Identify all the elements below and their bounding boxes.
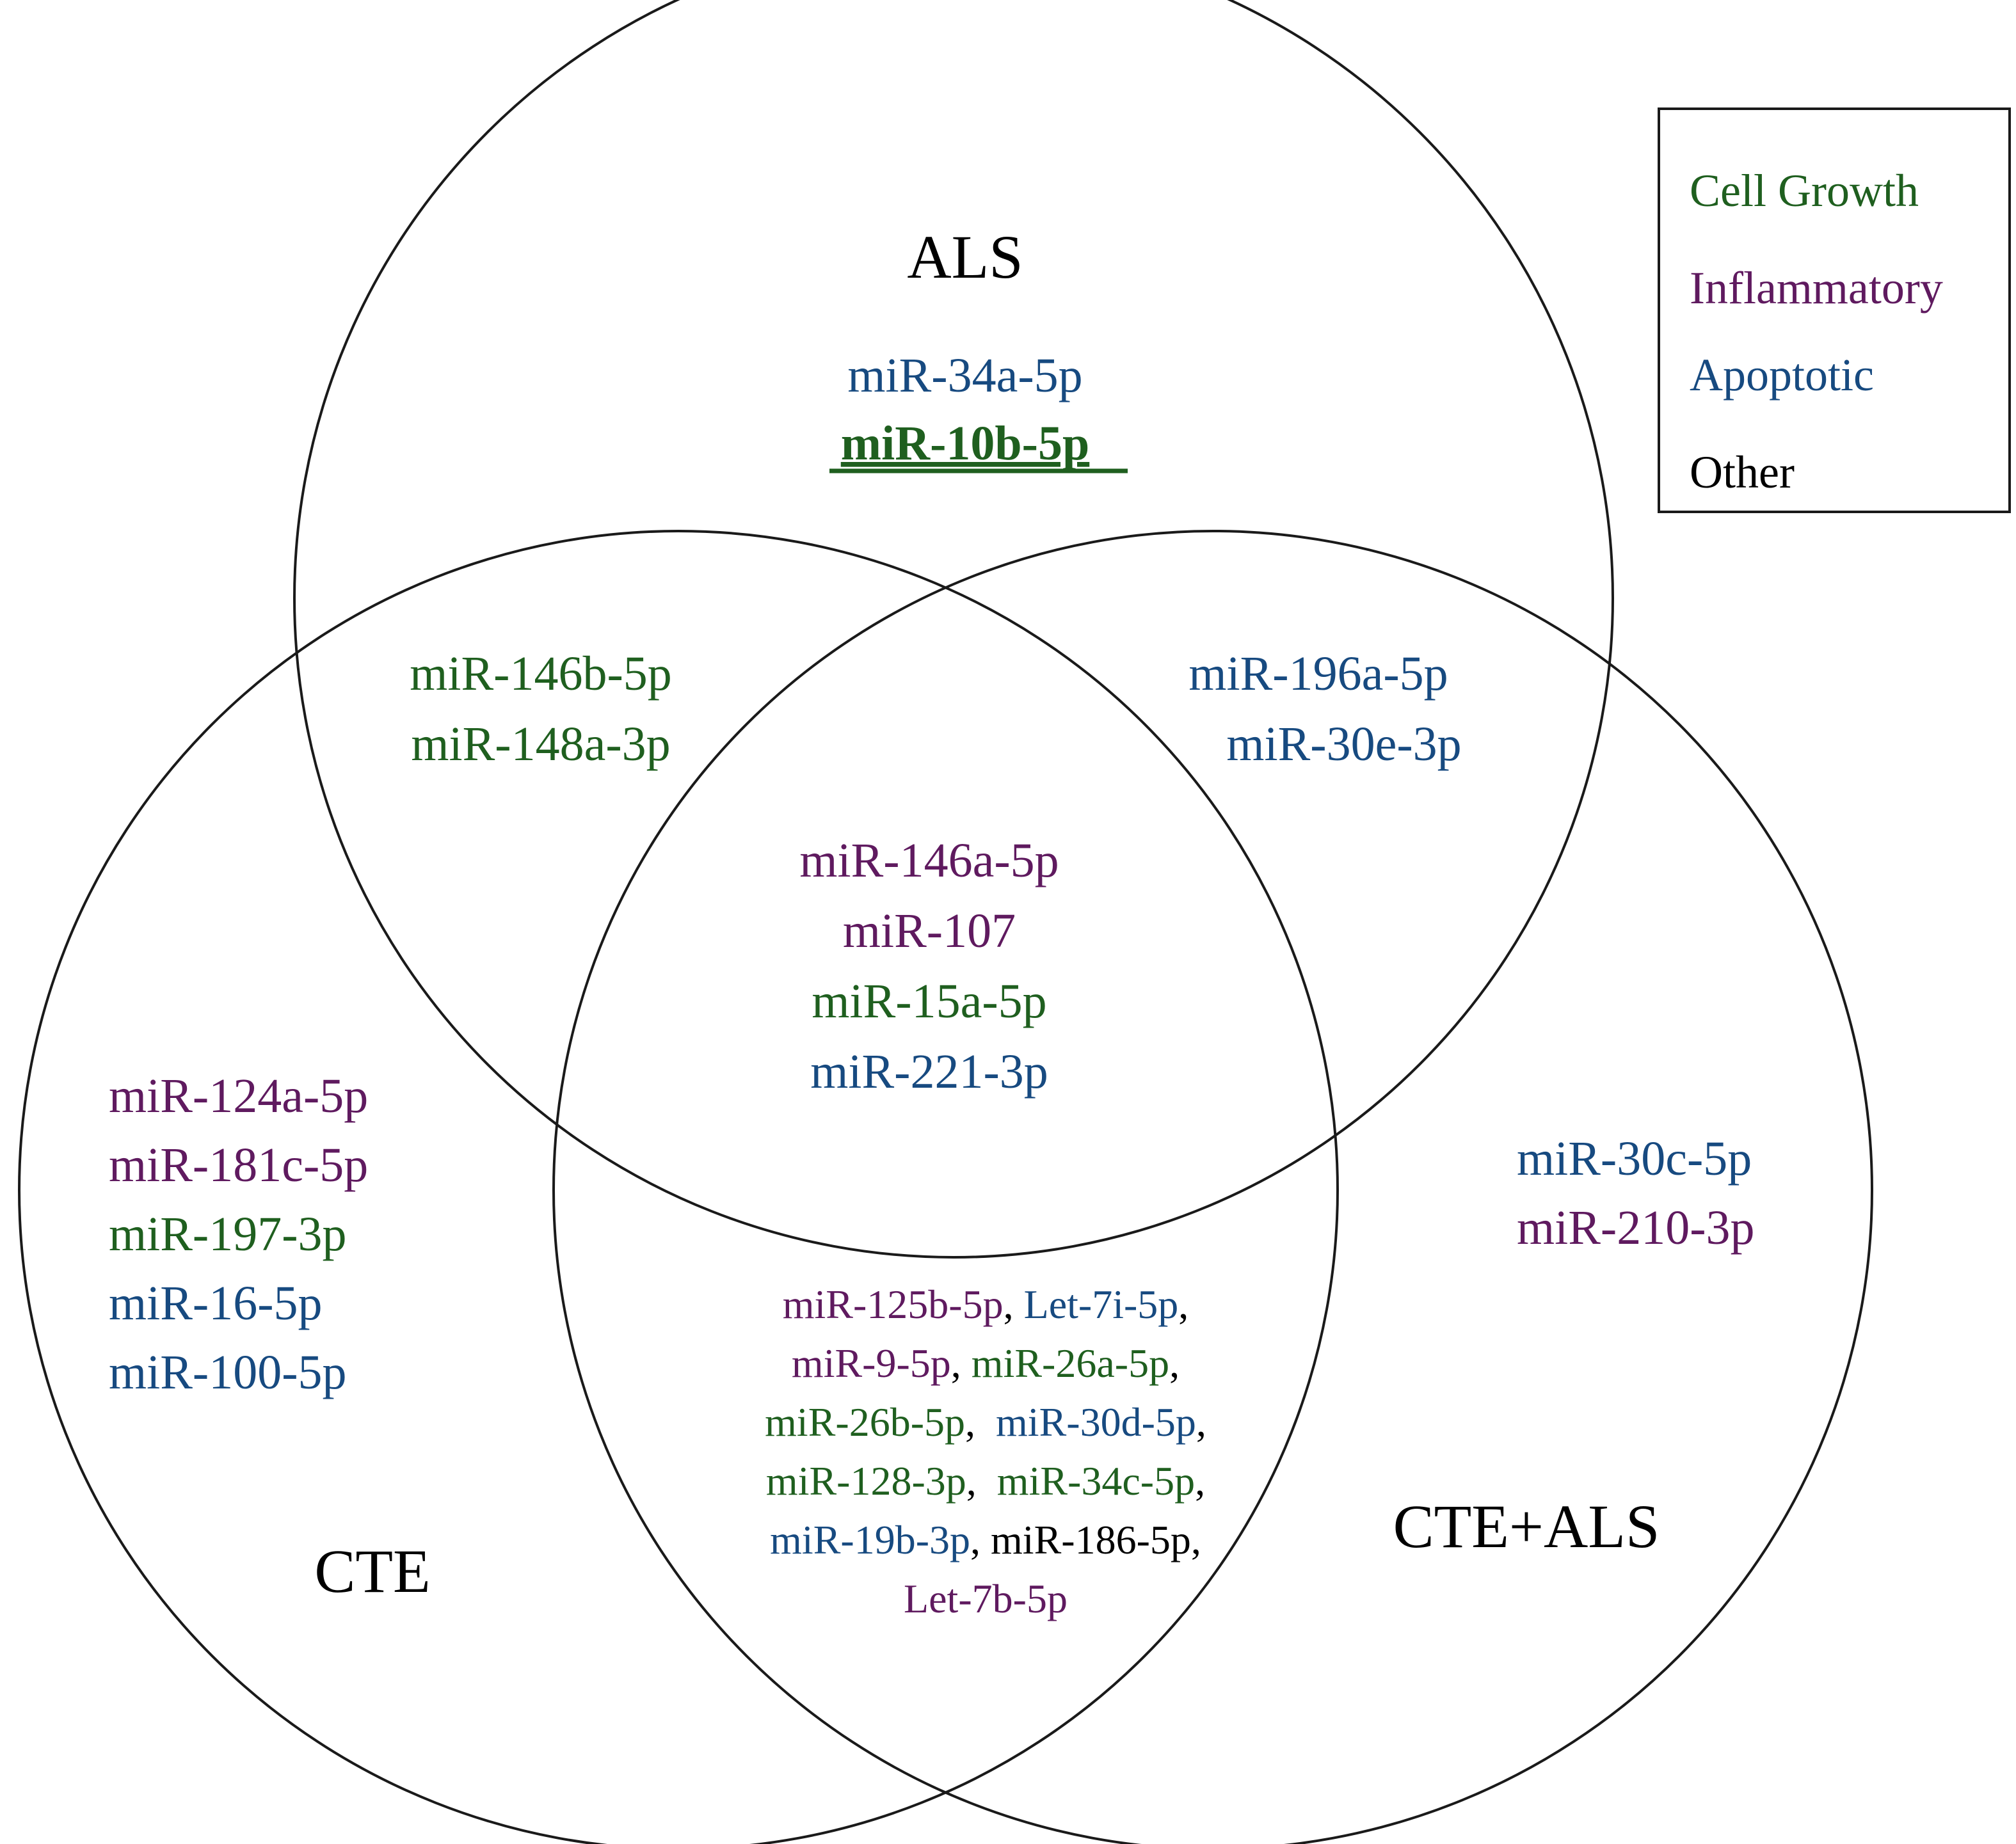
mirna-label: miR-30e-3p — [1226, 717, 1461, 771]
separator: , — [965, 1399, 996, 1445]
mirna-label: miR-181c-5p — [109, 1138, 368, 1192]
region-als-cte-als: miR-196a-5p miR-30e-3p — [1188, 647, 1461, 771]
mirna-line: miR-128-3p, miR-34c-5p, — [766, 1458, 1205, 1504]
mirna-label: miR-124a-5p — [109, 1069, 368, 1123]
mirna-label: miR-221-3p — [810, 1045, 1048, 1099]
mirna-label: miR-186-5p — [991, 1517, 1191, 1562]
region-als-cte: miR-146b-5p miR-148a-3p — [410, 647, 672, 771]
cte-circle — [18, 530, 1339, 1844]
legend-item-apoptotic: Apoptotic — [1690, 349, 1874, 401]
mirna-label: miR-100-5p — [109, 1346, 347, 1399]
region-cte-only: miR-124a-5p miR-181c-5p miR-197-3p miR-16-5… — [109, 1069, 368, 1399]
mirna-label: miR-30d-5p — [996, 1399, 1196, 1445]
mirna-label: miR-34c-5p — [997, 1458, 1195, 1504]
mirna-label: miR-107 — [843, 904, 1016, 958]
legend-item-inflammatory: Inflammatory — [1690, 262, 1943, 314]
separator: , — [1196, 1399, 1206, 1445]
separator: , — [1178, 1282, 1188, 1327]
legend-item-cell-growth: Cell Growth — [1690, 165, 1919, 216]
mirna-label: miR-9-5p — [792, 1340, 951, 1386]
cte-set-label: CTE — [314, 1537, 430, 1605]
cte-als-set-label: CTE+ALS — [1393, 1492, 1660, 1561]
mirna-label: miR-125b-5p — [783, 1282, 1004, 1327]
als-set-label: ALS — [907, 223, 1023, 291]
mirna-label: miR-26a-5p — [972, 1340, 1169, 1386]
separator: , — [1191, 1517, 1201, 1562]
mirna-line: Let-7b-5p — [904, 1576, 1068, 1621]
mirna-label: miR-15a-5p — [812, 974, 1046, 1028]
mirna-label: Let-7b-5p — [904, 1576, 1068, 1621]
separator: , — [1004, 1282, 1024, 1327]
mirna-label: miR-30c-5p — [1517, 1132, 1752, 1186]
mirna-label: miR-34a-5p — [847, 349, 1082, 402]
cte-als-circle — [552, 530, 1873, 1844]
als-circle — [293, 0, 1614, 1259]
separator: , — [966, 1458, 997, 1504]
mirna-label: miR-210-3p — [1517, 1201, 1755, 1255]
region-cte-als-only: miR-30c-5p miR-210-3p — [1517, 1132, 1755, 1255]
mirna-line: miR-19b-3p, miR-186-5p, — [770, 1517, 1201, 1562]
mirna-line: miR-125b-5p, Let-7i-5p, — [783, 1282, 1189, 1327]
mirna-label: Let-7i-5p — [1024, 1282, 1179, 1327]
mirna-line: miR-26b-5p, miR-30d-5p, — [765, 1399, 1206, 1445]
mirna-label: miR-128-3p — [766, 1458, 966, 1504]
mirna-label: miR-19b-3p — [770, 1517, 970, 1562]
mirna-label: miR-26b-5p — [765, 1399, 965, 1445]
mirna-label: miR-146b-5p — [410, 647, 672, 701]
separator: , — [970, 1517, 991, 1562]
mirna-label: miR-10b-5p — [841, 417, 1089, 470]
mirna-label: miR-16-5p — [109, 1276, 323, 1330]
separator: , — [951, 1340, 972, 1386]
mirna-label: miR-146a-5p — [799, 834, 1059, 887]
legend-box — [1658, 107, 2011, 513]
separator: , — [1169, 1340, 1180, 1386]
region-all-three: miR-146a-5p miR-107 miR-15a-5p miR-221-3p — [799, 834, 1059, 1099]
mirna-label: miR-148a-3p — [411, 717, 670, 771]
mirna-line: miR-9-5p, miR-26a-5p, — [792, 1340, 1180, 1386]
region-cte-cte-als: miR-125b-5p, Let-7i-5p,miR-9-5p, miR-26a… — [765, 1282, 1206, 1621]
legend-item-other: Other — [1690, 447, 1795, 498]
region-als-only: miR-34a-5p miR-10b-5p — [829, 349, 1128, 473]
mirna-label: miR-196a-5p — [1188, 647, 1448, 701]
mirna-label: miR-197-3p — [109, 1207, 347, 1261]
separator: , — [1195, 1458, 1205, 1504]
